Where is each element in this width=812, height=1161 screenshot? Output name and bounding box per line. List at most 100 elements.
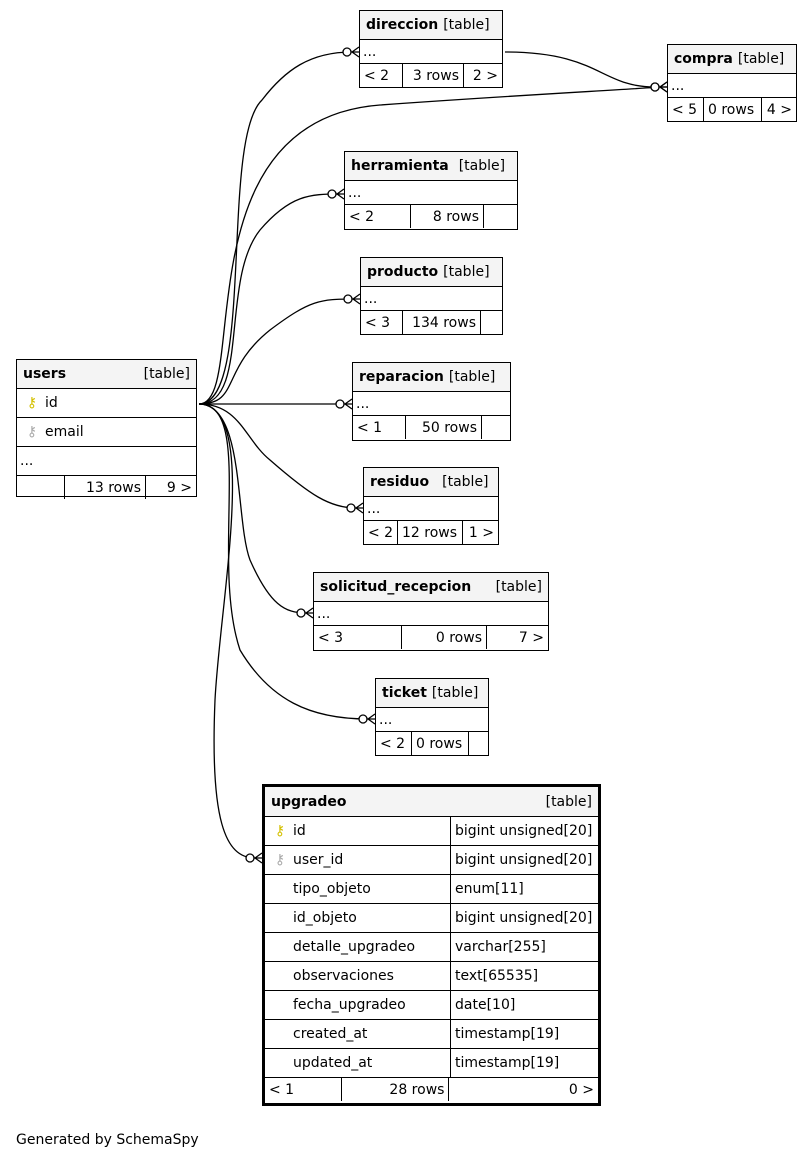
table-ticket[interactable]: ticket[table] ... < 2 0 rows — [375, 678, 489, 756]
column-type: text[65535] — [450, 962, 598, 990]
row-count: 3 rows — [403, 64, 464, 87]
column-type: varchar[255] — [450, 933, 598, 961]
column-row: id_objeto bigint unsigned[20] — [265, 904, 598, 933]
edge-users-solicitud-recepcion — [198, 403, 307, 614]
column-type: bigint unsigned[20] — [450, 817, 598, 845]
table-solicitud-recepcion[interactable]: solicitud_recepcion [table] ... < 3 0 row… — [313, 572, 549, 651]
table-kind: [table] — [443, 17, 490, 33]
parents-count — [17, 476, 65, 499]
table-direccion[interactable]: direccion[table] ... < 2 3 rows 2 > — [359, 10, 503, 88]
parents-count: < 3 — [361, 311, 403, 334]
table-kind: [table] — [458, 158, 506, 174]
column-row: fecha_upgradeo date[10] — [265, 991, 598, 1020]
table-name: ticket — [382, 685, 427, 701]
parents-count: < 5 — [668, 98, 704, 121]
table-name: solicitud_recepcion — [320, 579, 472, 595]
more-columns: ... — [360, 40, 502, 64]
edge-users-residuo — [198, 403, 357, 509]
column-name: user_id — [293, 852, 344, 868]
children-count: 1 > — [468, 524, 494, 541]
more-columns: ... — [314, 602, 548, 626]
column-name: updated_at — [293, 1055, 373, 1071]
table-footer: < 2 3 rows 2 > — [360, 64, 502, 87]
parents-count: < 2 — [360, 64, 403, 87]
more-columns: ... — [668, 74, 796, 98]
children-count — [469, 732, 488, 755]
column-type: enum[11] — [450, 875, 598, 903]
column-type: timestamp[19] — [450, 1020, 598, 1048]
column-row: ⚷ email — [17, 418, 196, 447]
table-footer: < 2 12 rows 1 > — [364, 521, 498, 544]
edge-direccion-compra — [504, 51, 656, 88]
column-name: id — [293, 823, 306, 839]
row-count: 134 rows — [403, 311, 481, 334]
more-columns: ... — [17, 447, 196, 476]
foreign-key-icon: ⚷ — [274, 852, 286, 868]
column-name: created_at — [293, 1026, 368, 1042]
row-count: 50 rows — [406, 416, 482, 439]
column-name: id_objeto — [293, 910, 357, 926]
table-name: users — [23, 366, 67, 382]
row-count: 0 rows — [412, 732, 469, 755]
column-name: fecha_upgradeo — [293, 997, 406, 1013]
column-row: ⚷id — [17, 389, 196, 418]
column-type: date[10] — [450, 991, 598, 1019]
edge-users-producto — [198, 298, 356, 405]
table-name: producto — [367, 264, 439, 280]
more-columns: ... — [361, 287, 502, 311]
table-users[interactable]: users [table] ⚷id ⚷ email ... 13 rows 9 > — [16, 359, 197, 499]
table-herramienta[interactable]: herramienta [table] ... < 2 8 rows — [344, 151, 518, 230]
more-columns: ... — [345, 181, 517, 205]
table-producto[interactable]: producto[table] ... < 3 134 rows — [360, 257, 503, 335]
table-footer: 13 rows 9 > — [17, 476, 196, 499]
many-end-solicitud-recepcion — [296, 607, 314, 619]
table-footer: < 2 8 rows — [345, 205, 517, 228]
table-compra[interactable]: compra[table] ... < 5 0 rows 4 > — [667, 44, 797, 122]
table-kind: [table] — [143, 366, 190, 382]
row-count: 0 rows — [402, 626, 487, 649]
children-count — [482, 416, 510, 439]
table-footer: < 3 0 rows 7 > — [314, 626, 548, 649]
column-type: bigint unsigned[20] — [450, 904, 598, 932]
foreign-key-icon: ⚷ — [26, 424, 38, 440]
table-residuo[interactable]: residuo[table] ... < 2 12 rows 1 > — [363, 467, 499, 545]
table-name: residuo — [370, 474, 430, 490]
table-kind: [table] — [431, 685, 479, 701]
primary-key-icon: ⚷ — [26, 395, 38, 411]
edge-users-upgradeo — [198, 403, 256, 859]
generated-by-note: Generated by SchemaSpy — [16, 1132, 199, 1148]
edge-users-compra — [198, 86, 661, 405]
column-name: observaciones — [293, 968, 394, 984]
many-end-producto — [343, 293, 361, 305]
children-count: 9 > — [166, 479, 192, 496]
many-end-ticket — [358, 713, 376, 725]
row-count: 13 rows — [65, 476, 146, 499]
table-reparacion[interactable]: reparacion[table] ... < 1 50 rows — [352, 362, 511, 441]
table-name: herramienta — [351, 158, 449, 174]
edge-users-direccion — [198, 51, 353, 405]
children-count: 0 > — [568, 1081, 594, 1098]
column-name: email — [45, 424, 84, 440]
children-count: 2 > — [472, 67, 498, 84]
table-kind: [table] — [495, 579, 542, 595]
edge-users-herramienta — [198, 193, 341, 405]
column-row: observaciones text[65535] — [265, 962, 598, 991]
parents-count: < 3 — [314, 626, 402, 649]
table-footer: < 1 50 rows — [353, 416, 510, 439]
table-name: reparacion — [359, 369, 444, 385]
more-columns: ... — [376, 708, 488, 732]
many-end-compra-2 — [650, 81, 668, 93]
table-footer: < 2 0 rows — [376, 732, 488, 755]
table-kind: [table] — [443, 264, 490, 280]
table-footer: < 3 134 rows — [361, 311, 502, 334]
row-count: 8 rows — [411, 205, 484, 228]
row-count: 28 rows — [342, 1078, 450, 1101]
children-count: 4 > — [766, 101, 792, 118]
more-columns: ... — [364, 497, 498, 521]
